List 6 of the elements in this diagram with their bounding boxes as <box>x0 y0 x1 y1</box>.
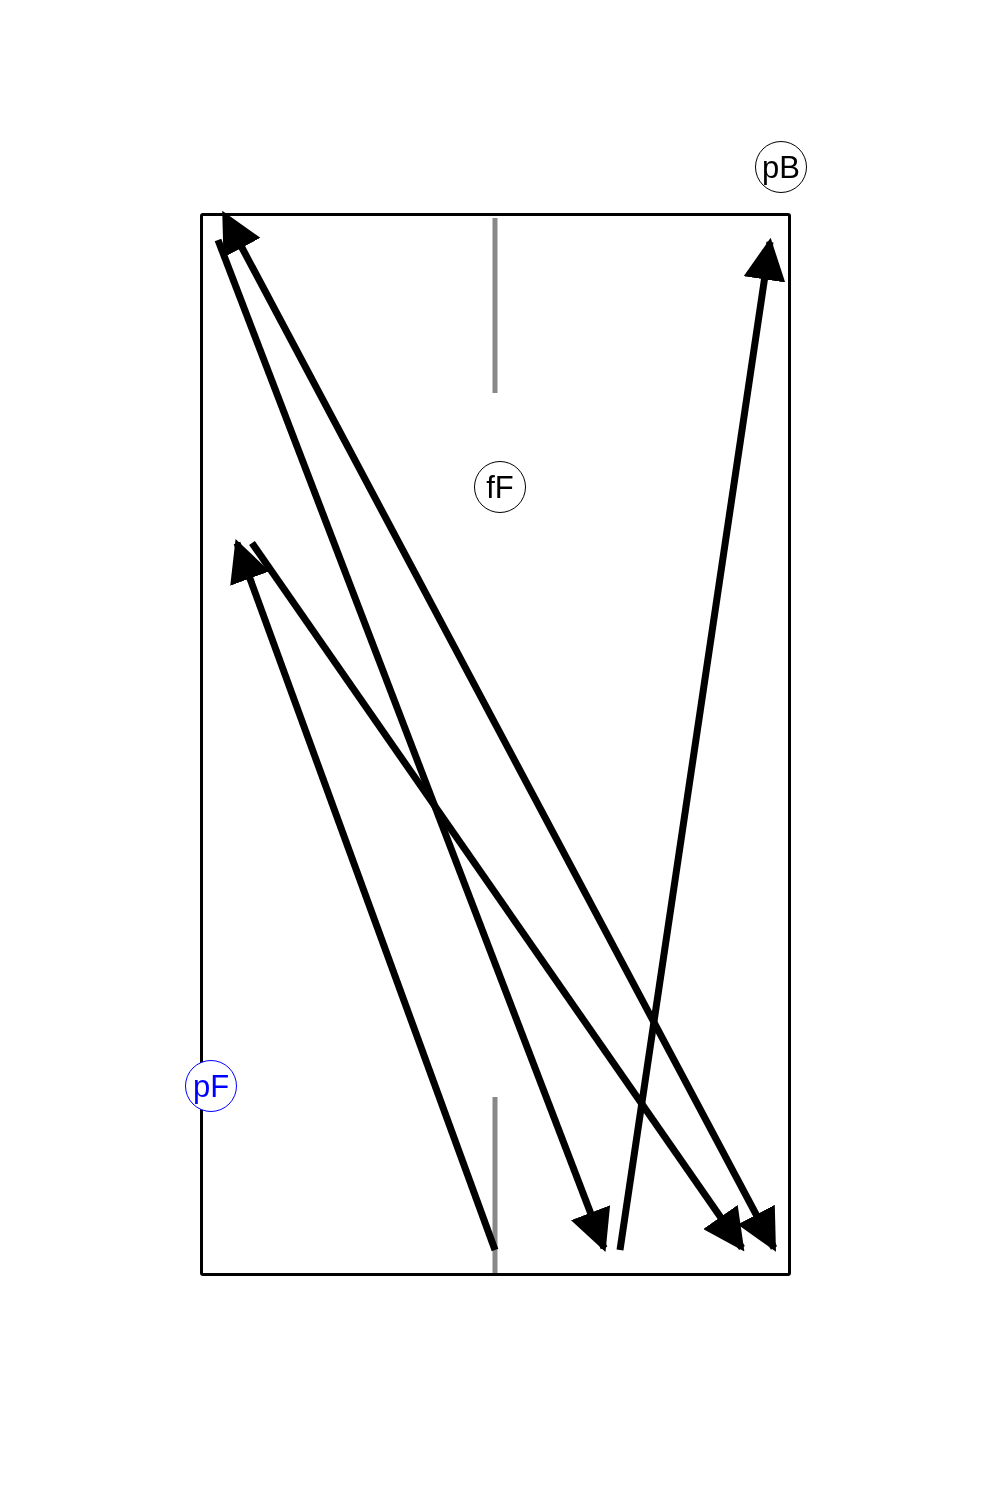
player-label: fF <box>485 471 515 503</box>
player-label: pB <box>761 151 801 183</box>
player-marker <box>474 461 526 513</box>
player-marker <box>755 141 807 193</box>
player-marker <box>185 1060 237 1112</box>
player-label: pF <box>191 1070 231 1102</box>
